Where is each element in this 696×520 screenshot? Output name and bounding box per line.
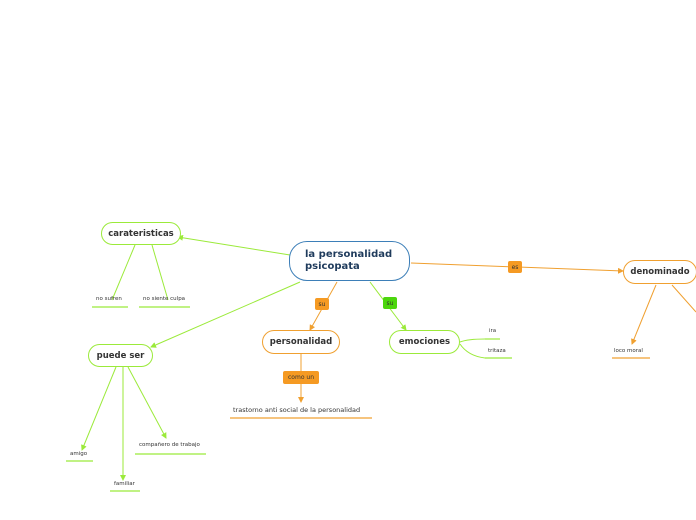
topic-emociones[interactable]: emociones <box>389 330 460 354</box>
subtopic-ira[interactable]: ira <box>489 328 497 334</box>
subtopic-no-sufren[interactable]: no sufren <box>96 296 122 302</box>
topic-caracteristicas[interactable]: carateristicas <box>101 222 181 245</box>
topic-denominado[interactable]: denominado <box>623 260 696 284</box>
subtopic-no-siente-culpa[interactable]: no siente culpa <box>143 296 186 302</box>
connector-label-su-personalidad[interactable]: su <box>315 298 329 310</box>
subtopic-companero[interactable]: compañero de trabajo <box>139 442 200 448</box>
connector-label-como-un[interactable]: como un <box>283 371 319 384</box>
subtopic-familiar[interactable]: familiar <box>114 481 135 487</box>
topic-personalidad[interactable]: personalidad <box>262 330 340 354</box>
connector-caracteristicas <box>177 234 291 256</box>
subtopic-tristeza[interactable]: tritaza <box>488 348 506 354</box>
connector-puede-ser <box>150 281 301 348</box>
subtopic-trastorno[interactable]: trastorno anti social de la personalidad <box>233 406 361 414</box>
connector-label-es[interactable]: es <box>508 261 522 273</box>
connector-label-su-emociones[interactable]: su <box>383 297 397 309</box>
central-topic-line1: la personalidad <box>305 249 393 260</box>
subtopic-loco-moral[interactable]: loco moral <box>614 348 643 354</box>
topic-puede-ser[interactable]: puede ser <box>88 344 153 367</box>
subtopic-amigo[interactable]: amigo <box>70 451 88 457</box>
central-topic[interactable]: la personalidad psicopata <box>289 241 410 281</box>
central-topic-line2: psicopata <box>305 261 360 272</box>
